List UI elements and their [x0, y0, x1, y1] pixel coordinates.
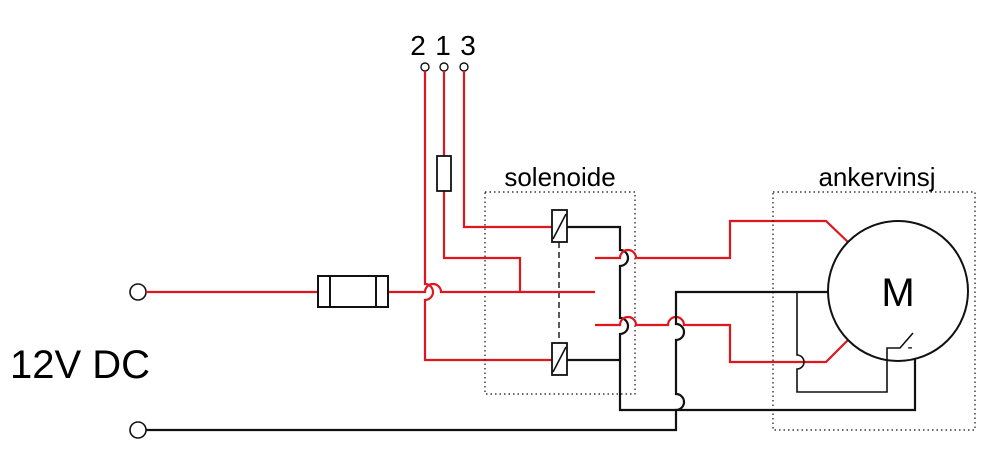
positive-terminal [129, 283, 147, 301]
fuse-terminal-1 [436, 155, 452, 192]
wire-terminal-3 [462, 71, 552, 229]
wire-terminal-2 [423, 71, 552, 362]
wire-terminal-1 [442, 71, 522, 292]
terminal-3 [459, 62, 469, 72]
terminal-label-2: 2 [410, 30, 426, 61]
main-positive-wire [146, 282, 595, 294]
motor-minus-mark: - [907, 339, 912, 356]
coil-return-upper [567, 225, 662, 412]
solenoid-output-upper [595, 219, 851, 260]
winch-motor [827, 220, 969, 362]
main-fuse [317, 275, 389, 308]
terminal-label-3: 3 [460, 30, 476, 61]
winch-box [772, 191, 976, 431]
winch-label: ankervinsj [818, 162, 935, 192]
supply-voltage-label: 12V DC [10, 343, 150, 387]
main-negative-wire [146, 290, 837, 432]
terminal-1 [439, 62, 449, 72]
terminal-label-1: 1 [435, 30, 451, 61]
motor-internal-wiring [796, 292, 914, 393]
solenoid-label: solenoide [504, 162, 615, 192]
negative-to-motor-return [662, 345, 917, 412]
upper-coil-diagonal [552, 213, 567, 240]
solenoid-output-lower [595, 315, 851, 364]
lower-coil-diagonal [552, 346, 567, 373]
motor-symbol: M [881, 271, 914, 315]
negative-terminal [129, 421, 147, 439]
terminal-2 [420, 62, 430, 72]
